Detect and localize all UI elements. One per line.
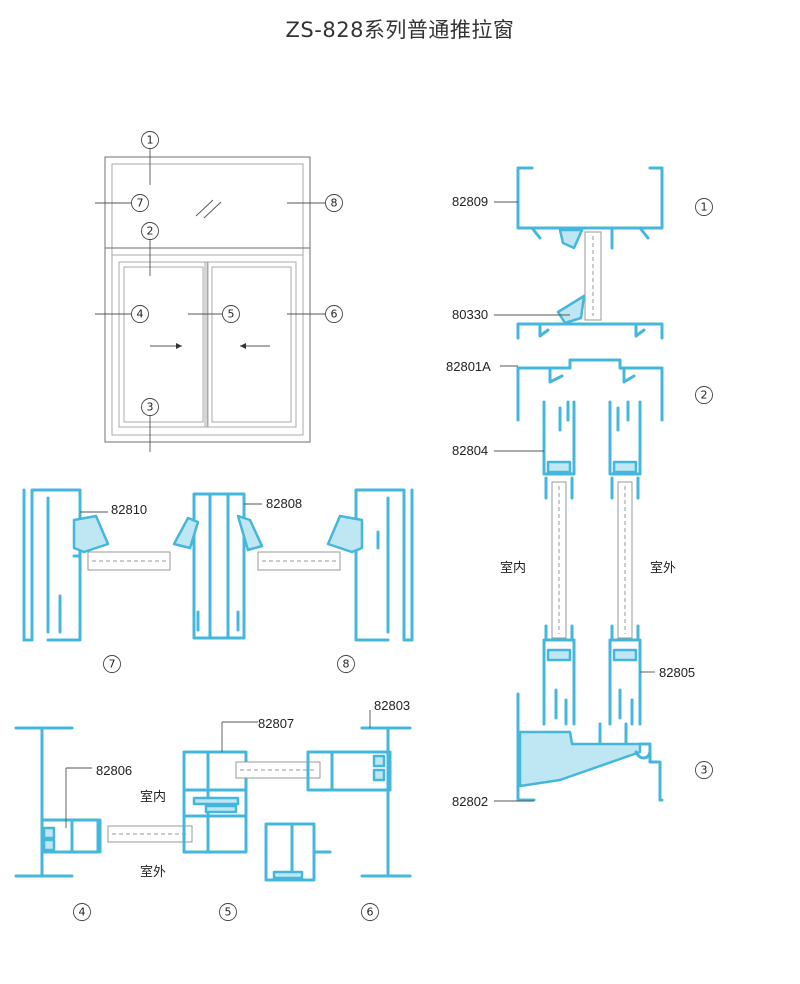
part-label: 82808 [266, 496, 302, 511]
marker-number: 5 [228, 308, 235, 321]
marker-circle: 4 [131, 305, 149, 323]
marker-number: 1 [147, 134, 154, 147]
part-label: 82806 [96, 763, 132, 778]
part-label: 82810 [111, 502, 147, 517]
marker-number: 6 [331, 308, 338, 321]
marker-circle: 5 [222, 305, 240, 323]
part-label: 82809 [452, 194, 488, 209]
marker-number: 8 [343, 658, 350, 671]
outdoor-label: 室外 [650, 560, 676, 576]
marker-circle: 6 [361, 903, 379, 921]
marker-number: 3 [701, 764, 708, 777]
window-elevation [95, 149, 325, 452]
marker-circle: 1 [141, 131, 159, 149]
marker-circle: 6 [325, 305, 343, 323]
part-label: 82804 [452, 443, 488, 458]
marker-circle: 2 [695, 386, 713, 404]
part-label: 82802 [452, 794, 488, 809]
marker-circle: 2 [141, 222, 159, 240]
marker-circle: 7 [131, 194, 149, 212]
marker-circle: 4 [73, 903, 91, 921]
marker-circle: 1 [695, 198, 713, 216]
marker-number: 1 [701, 201, 708, 214]
part-label: 82805 [659, 665, 695, 680]
marker-number: 6 [367, 906, 374, 919]
marker-circle: 5 [219, 903, 237, 921]
vertical-section [516, 166, 664, 802]
horizontal-section-bottom [14, 726, 412, 882]
marker-number: 2 [147, 225, 154, 238]
marker-number: 4 [137, 308, 144, 321]
outdoor-label: 室外 [140, 864, 166, 880]
marker-number: 3 [147, 401, 154, 414]
marker-circle: 8 [325, 194, 343, 212]
marker-number: 4 [79, 906, 86, 919]
marker-circle: 3 [141, 398, 159, 416]
indoor-label: 室内 [140, 789, 166, 805]
horizontal-section-top [22, 488, 414, 642]
part-label: 82801A [446, 359, 491, 374]
part-label: 82807 [258, 716, 294, 731]
marker-circle: 8 [337, 655, 355, 673]
marker-number: 7 [109, 658, 116, 671]
marker-number: 7 [137, 197, 144, 210]
marker-number: 8 [331, 197, 338, 210]
marker-number: 2 [701, 389, 708, 402]
part-label: 82803 [374, 698, 410, 713]
indoor-label: 室内 [500, 560, 526, 576]
part-label: 80330 [452, 307, 488, 322]
marker-circle: 7 [103, 655, 121, 673]
marker-circle: 3 [695, 761, 713, 779]
page-title: ZS-828系列普通推拉窗 [285, 18, 515, 42]
marker-number: 5 [225, 906, 232, 919]
